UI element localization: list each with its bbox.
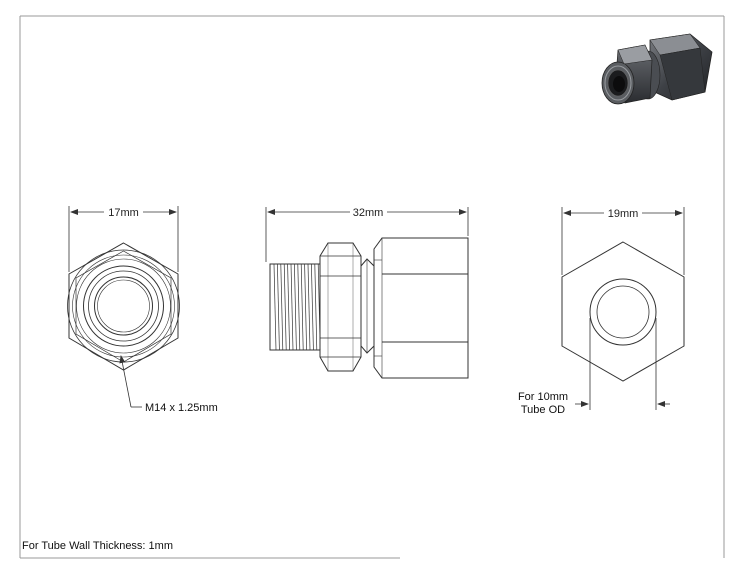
- tube-od-dimension: [575, 318, 670, 410]
- thread-crest-line: [314, 263, 318, 351]
- side-large-hex: [373, 237, 469, 379]
- sheet-border: [19, 15, 725, 559]
- back-width-dimension: [561, 207, 685, 275]
- tube-od-label-line2: Tube OD: [521, 404, 565, 416]
- side-small-hex: [319, 242, 362, 372]
- front-thread-root: [83, 265, 164, 347]
- thread-crest-line: [307, 263, 311, 351]
- back-width-label: 19mm: [608, 208, 639, 220]
- side-thread: [269, 263, 321, 351]
- wall-thickness-note: For Tube Wall Thickness: 1mm: [22, 540, 173, 552]
- tube-od-label-line1: For 10mm: [518, 391, 568, 403]
- thread-crest-line: [304, 263, 307, 351]
- side-length-dimension: [265, 207, 469, 262]
- isometric-render: [601, 33, 713, 105]
- thread-crest-line: [273, 263, 277, 351]
- front-thread-outer: [67, 249, 180, 363]
- thread-label: M14 x 1.25mm: [145, 402, 218, 414]
- thread-crest-line: [287, 263, 290, 351]
- back-bore-outer: [589, 278, 657, 346]
- side-neck: [360, 258, 375, 354]
- thread-crest-line: [294, 263, 297, 351]
- back-hex-outline: [561, 241, 685, 382]
- thread-crest-line: [280, 263, 284, 351]
- thread-crest-line: [300, 263, 304, 351]
- side-length-label: 32mm: [353, 207, 384, 219]
- thread-leader: [119, 355, 142, 408]
- thread-crest-line: [297, 263, 301, 351]
- thread-crest-line: [283, 263, 287, 351]
- front-bore: [94, 276, 153, 336]
- thread-crest-line: [290, 263, 294, 351]
- side-view: [269, 237, 469, 379]
- thread-crest-line: [311, 263, 314, 351]
- front-hex-outline: [68, 242, 179, 371]
- back-bore-inner: [596, 285, 650, 339]
- front-width-label: 17mm: [108, 207, 139, 219]
- front-view: [67, 242, 180, 371]
- back-view: [561, 241, 685, 382]
- front-width-dimension: [68, 206, 179, 272]
- thread-crest-line: [277, 263, 280, 351]
